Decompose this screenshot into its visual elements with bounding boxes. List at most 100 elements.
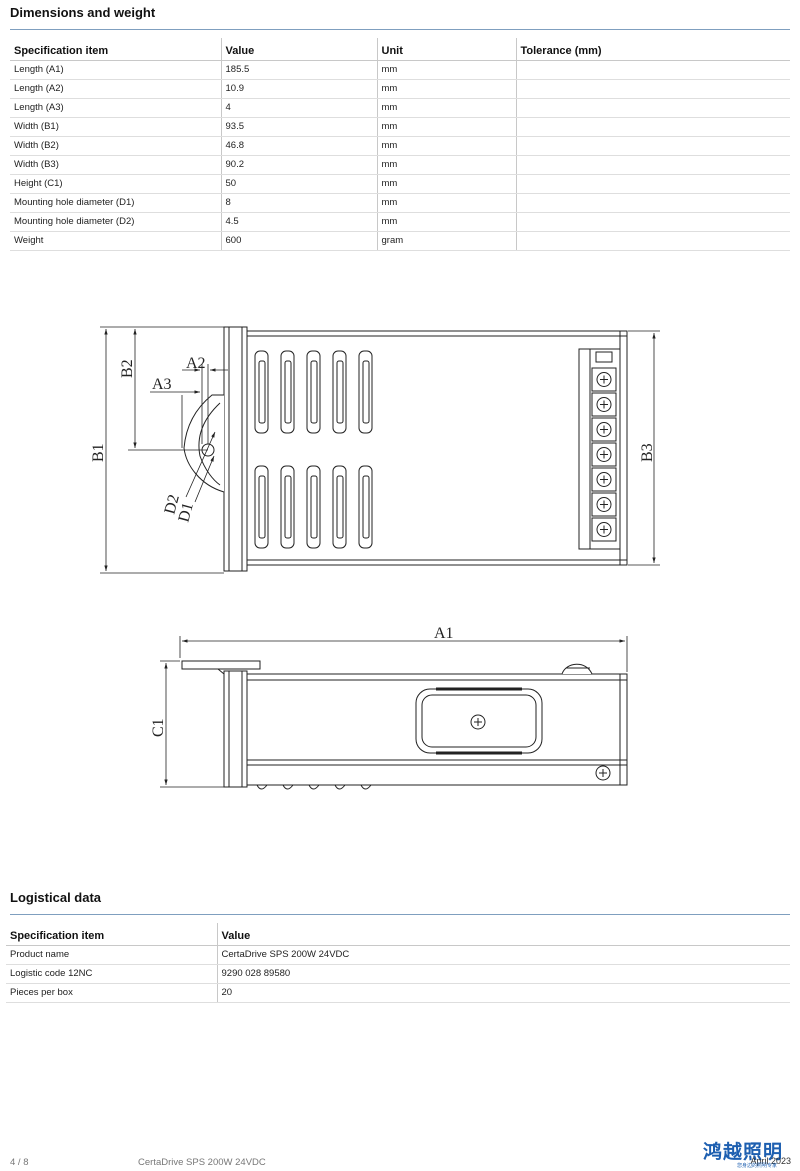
brand-logo: 鸿越照明 April 2023 您身边的照明专家 [703,1137,795,1169]
screw-slot-icon [600,475,608,484]
terminal-slot [591,417,617,442]
table-cell: Width (B2) [10,136,221,156]
page-number: 4 / 8 [10,1157,29,1168]
column-header: Tolerance (mm) [515,38,790,61]
screw-slot-icon [600,375,608,384]
table-cell: Product name [6,945,217,965]
logo-text: 鸿越照明 [703,1141,784,1163]
terminal-slot [591,492,617,517]
logo-slogan: 您身边的照明专家 [737,1163,778,1169]
screw-slot-icon [600,450,608,459]
table-cell: Width (B3) [10,155,221,175]
logistical-section-rule [10,914,790,915]
table-cell [515,155,790,175]
top-view [183,326,628,572]
screw-slot-icon [600,425,608,434]
column-header: Value [216,923,790,946]
table-cell: 8 [220,193,377,213]
dimension-drawing: A1 A2 A3 B1 B2 B3 C1 D1 D2 [90,326,660,790]
label-d2: D2 [161,493,182,516]
terminal-slot [591,392,617,417]
column-header: Value [220,38,377,61]
table-cell: Weight [10,231,221,251]
label-a3: A3 [152,376,172,393]
table-cell: Mounting hole diameter (D2) [10,212,221,232]
table-cell: mm [376,79,516,99]
terminal-slot [591,467,617,492]
table-cell: Logistic code 12NC [6,964,217,984]
table-cell [515,231,790,251]
table-cell: CertaDrive SPS 200W 24VDC [216,945,790,965]
terminal-slot [591,517,617,542]
table-cell: mm [376,212,516,232]
column-header: Unit [376,38,516,61]
table-cell: 600 [220,231,377,251]
dimensions-table: Specification item Value Unit Tolerance … [10,38,790,251]
table-cell: 20 [216,983,790,1003]
table-header-row: Specification item Value Unit Tolerance … [10,38,790,61]
document-date: April 2023 [750,1156,791,1166]
table-cell [515,98,790,118]
label-b3: B3 [639,443,656,462]
table-cell: Pieces per box [6,983,217,1003]
screw-icon [596,372,612,387]
screw-icon [596,447,612,462]
table-cell: mm [376,98,516,118]
table-cell: mm [376,136,516,156]
table-cell [515,60,790,80]
column-header: Specification item [10,38,221,61]
table-cell: Height (C1) [10,174,221,194]
table-cell: mm [376,155,516,175]
table-header-row: Specification item Value [6,923,790,946]
table-cell [515,174,790,194]
label-c1: C1 [150,718,167,737]
screw-slot-icon [600,525,608,534]
screw-slot-icon [600,400,608,409]
screw-icon [596,422,612,437]
table-cell: Length (A1) [10,60,221,80]
table-cell [515,136,790,156]
screw-icon [596,522,612,537]
table-cell: 4 [220,98,377,118]
dimensions-section-rule [10,29,790,30]
dimensions-section-title: Dimensions and weight [10,5,156,20]
label-b1: B1 [90,443,107,462]
table-cell: Width (B1) [10,117,221,137]
table-cell: 93.5 [220,117,377,137]
label-b2: B2 [119,359,136,378]
table-cell: gram [376,231,516,251]
screw-slot-icon [600,500,608,509]
label-a2: A2 [186,355,206,372]
table-cell: Length (A3) [10,98,221,118]
label-d1: D1 [175,501,196,524]
terminal-block [591,367,617,542]
table-cell: mm [376,174,516,194]
table-cell: 9290 028 89580 [216,964,790,984]
table-cell [515,193,790,213]
footer-product-name: CertaDrive SPS 200W 24VDC [138,1157,266,1168]
terminal-slot [591,442,617,467]
screw-icon [596,472,612,487]
logistical-section-title: Logistical data [10,890,102,905]
table-cell [515,79,790,99]
column-header: Specification item [6,923,217,946]
table-cell: mm [376,117,516,137]
table-cell: mm [376,60,516,80]
table-cell: 90.2 [220,155,377,175]
screw-icon [596,497,612,512]
table-cell [515,117,790,137]
terminal-slot [591,367,617,392]
table-cell: 50 [220,174,377,194]
